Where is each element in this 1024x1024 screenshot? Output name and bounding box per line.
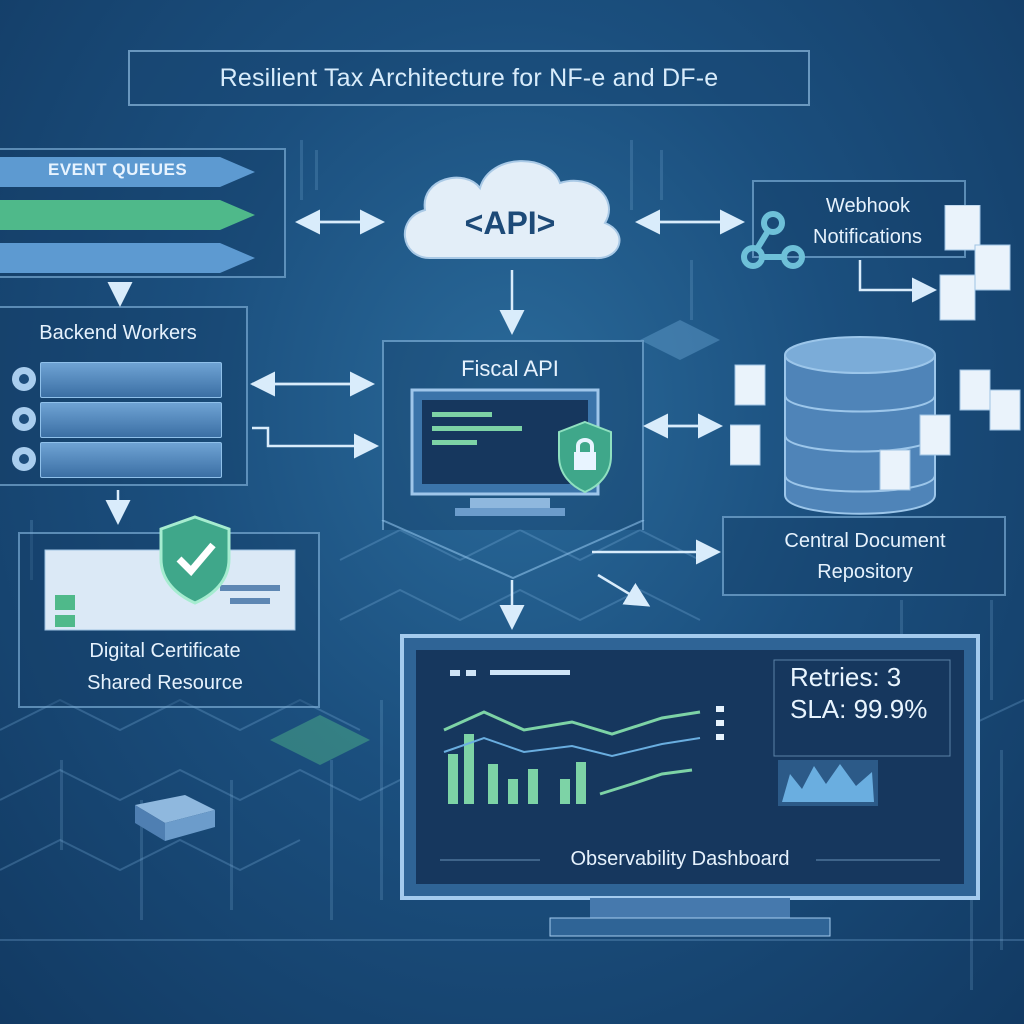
digital-certificate-label-2: Shared Resource xyxy=(87,672,243,694)
queue-arrows xyxy=(0,157,255,273)
dashboard-monitor xyxy=(400,634,980,937)
observability-dashboard-label: Observability Dashboard xyxy=(570,848,790,870)
webhook-label-2: Notifications xyxy=(813,226,922,248)
central-repo-label-2: Repository xyxy=(817,561,913,583)
central-repo-label-1: Central Document xyxy=(784,530,946,552)
monitor-icon xyxy=(410,388,600,516)
central-repository-panel xyxy=(722,516,1006,596)
sla-metric: SLA: 99.9% xyxy=(790,694,928,724)
retries-metric: Retries: 3 xyxy=(790,662,902,692)
api-label: <API> xyxy=(464,205,556,241)
fiscal-api-label: Fiscal API xyxy=(461,356,559,381)
check-shield-icon xyxy=(159,515,231,605)
webhook-panel xyxy=(752,180,966,258)
diagram-title: Resilient Tax Architecture for NF-e and … xyxy=(128,50,810,106)
server-icon xyxy=(40,442,222,478)
server-icon xyxy=(40,362,222,398)
backend-workers-label: Backend Workers xyxy=(39,322,197,344)
fiscal-api-funnel xyxy=(381,520,645,580)
digital-certificate-label-1: Digital Certificate xyxy=(89,640,241,662)
webhook-icon xyxy=(741,211,805,269)
webhook-documents xyxy=(939,205,1011,321)
gear-icon xyxy=(12,367,36,471)
webhook-label-1: Webhook xyxy=(825,195,911,217)
lock-shield-icon xyxy=(558,420,612,494)
block-icon xyxy=(135,795,215,841)
event-queues-label: EVENT QUEUES xyxy=(48,160,188,179)
server-icon xyxy=(40,402,222,438)
cloud-icon xyxy=(403,160,621,260)
document-icon xyxy=(730,364,1021,491)
